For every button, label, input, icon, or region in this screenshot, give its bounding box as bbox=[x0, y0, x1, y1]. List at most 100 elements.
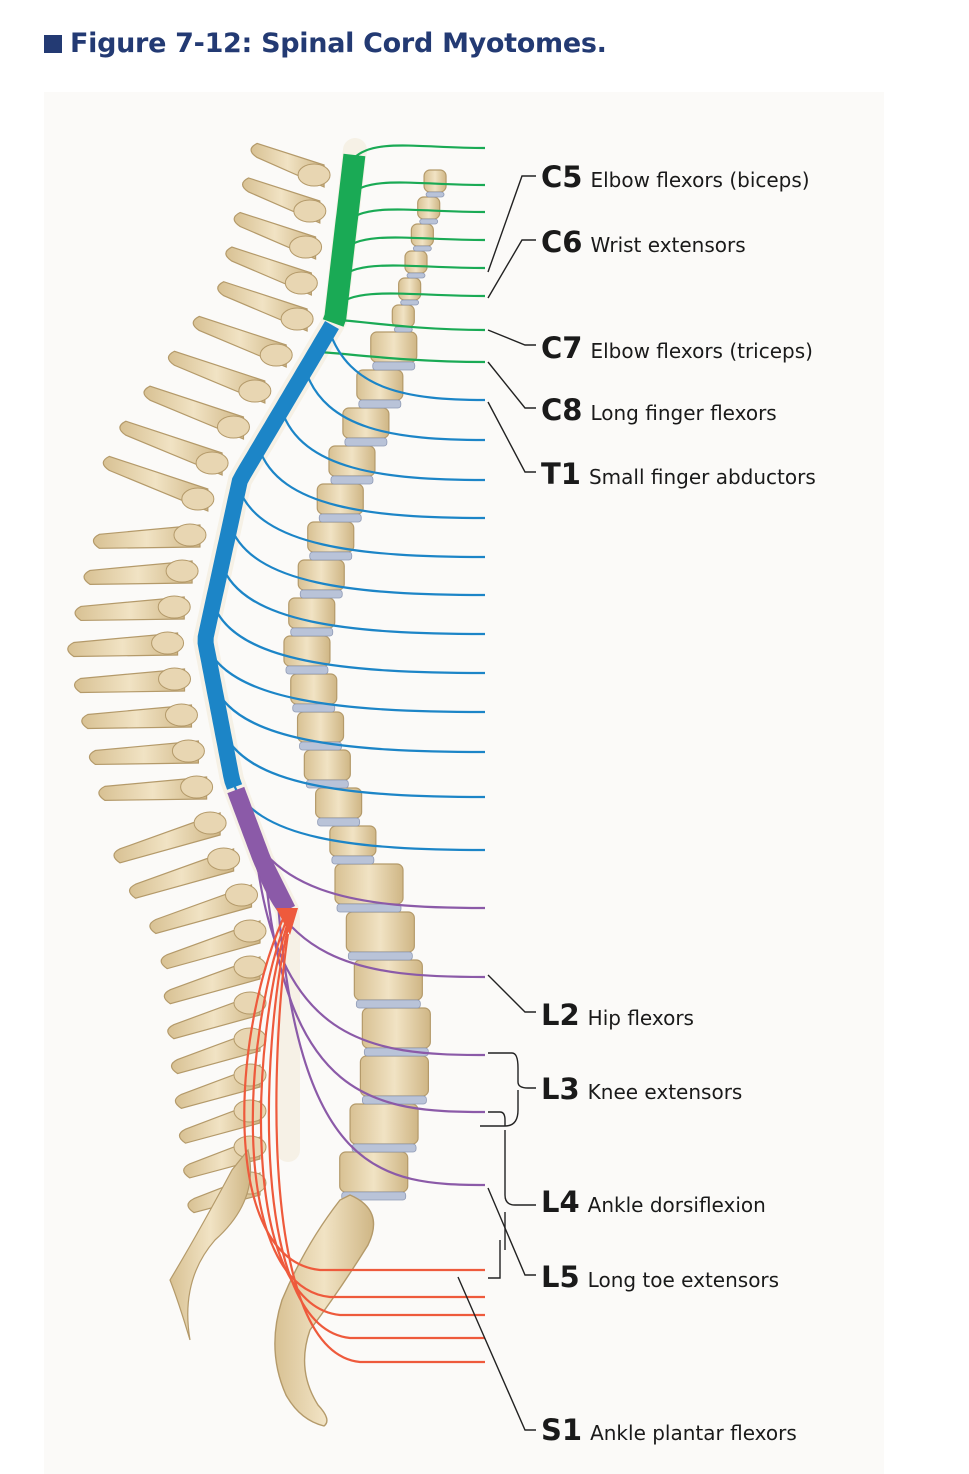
intervertebral-disc bbox=[425, 191, 445, 198]
nerve-root bbox=[220, 563, 486, 636]
leader-line bbox=[487, 239, 536, 299]
vertebral-body bbox=[398, 277, 422, 301]
vertebral-bodies bbox=[283, 169, 447, 1193]
articular-process bbox=[181, 487, 215, 511]
leader-line bbox=[487, 175, 536, 273]
label-desc: Long toe extensors bbox=[587, 1268, 780, 1292]
articular-process bbox=[207, 847, 241, 871]
leader-lines bbox=[457, 175, 536, 1431]
label-l5: L5 Long toe extensors bbox=[541, 1260, 779, 1294]
articular-process bbox=[238, 379, 272, 403]
leader-line bbox=[457, 1240, 536, 1431]
articular-process bbox=[195, 451, 229, 475]
vertebral-body bbox=[349, 1103, 419, 1145]
intervertebral-disc bbox=[344, 437, 388, 447]
nerve-root bbox=[353, 144, 486, 159]
vertebral-body bbox=[423, 169, 447, 193]
intervertebral-disc bbox=[412, 245, 432, 252]
intervertebral-disc bbox=[355, 999, 421, 1009]
label-desc: Elbow flexors (triceps) bbox=[590, 339, 813, 363]
intervertebral-disc bbox=[299, 589, 343, 599]
label-code: L5 bbox=[541, 1260, 580, 1294]
articular-process bbox=[151, 631, 185, 655]
articular-process bbox=[165, 559, 199, 583]
intervertebral-disc bbox=[400, 299, 420, 306]
intervertebral-disc bbox=[336, 903, 402, 913]
nerve-root bbox=[253, 839, 486, 1057]
articular-process bbox=[157, 595, 191, 619]
label-code: C8 bbox=[541, 393, 583, 427]
articular-process bbox=[233, 1063, 267, 1087]
intervertebral-discs bbox=[285, 191, 445, 1201]
label-c5: C5 Elbow flexors (biceps) bbox=[541, 160, 810, 194]
nerve-root bbox=[328, 329, 486, 402]
intervertebral-disc bbox=[317, 817, 361, 827]
spinous-process bbox=[67, 632, 179, 658]
articular-process bbox=[164, 703, 198, 727]
leader-line bbox=[504, 1130, 536, 1250]
articular-process bbox=[225, 883, 258, 907]
articular-process bbox=[173, 523, 207, 547]
spinous-process bbox=[98, 776, 208, 801]
nerve-root bbox=[348, 181, 486, 196]
label-desc: Ankle dorsiflexion bbox=[587, 1193, 766, 1217]
articular-process bbox=[289, 235, 323, 259]
intervertebral-disc bbox=[330, 475, 374, 485]
intervertebral-disc bbox=[318, 513, 362, 523]
intervertebral-disc bbox=[406, 272, 426, 279]
vertebral-body bbox=[315, 787, 363, 819]
figure-title: Figure 7-12: Spinal Cord Myotomes. bbox=[44, 28, 607, 59]
figure-title-text: Figure 7-12: Spinal Cord Myotomes. bbox=[70, 28, 607, 59]
articular-process bbox=[158, 667, 192, 691]
articular-process bbox=[193, 811, 227, 835]
spinous-process bbox=[74, 596, 185, 622]
articular-process bbox=[293, 199, 327, 223]
lumbar-cord-segment bbox=[227, 786, 296, 915]
label-code: C7 bbox=[541, 331, 583, 365]
vertebral-body bbox=[404, 250, 428, 274]
leader-line bbox=[487, 361, 536, 409]
intervertebral-disc bbox=[331, 855, 375, 865]
nerve-root bbox=[229, 524, 486, 597]
intervertebral-disc bbox=[358, 399, 402, 409]
title-bullet-icon bbox=[44, 34, 62, 53]
label-c7: C7 Elbow flexors (triceps) bbox=[541, 331, 813, 365]
articular-process bbox=[280, 307, 314, 331]
vertebral-body bbox=[359, 1055, 429, 1097]
vertebral-body bbox=[410, 223, 434, 247]
vertebral-body bbox=[334, 863, 404, 905]
spinous-process bbox=[83, 560, 193, 586]
label-code: C5 bbox=[541, 160, 583, 194]
intervertebral-disc bbox=[341, 1191, 407, 1201]
cervical-cord-segment bbox=[322, 153, 366, 327]
intervertebral-disc bbox=[285, 665, 329, 675]
spinous-processes bbox=[67, 142, 331, 1214]
spinous-process bbox=[113, 812, 221, 864]
nerve-root bbox=[259, 921, 485, 1317]
spinous-process bbox=[92, 524, 201, 549]
vertebral-body bbox=[342, 407, 390, 439]
articular-process bbox=[216, 415, 250, 439]
articular-process bbox=[259, 343, 293, 367]
nerve-root bbox=[275, 933, 485, 1364]
nerve-root bbox=[345, 208, 486, 223]
spinous-process bbox=[73, 668, 186, 694]
leader-line bbox=[487, 329, 536, 346]
label-desc: Long finger flexors bbox=[590, 401, 777, 425]
articular-process bbox=[297, 163, 331, 187]
label-desc: Elbow flexors (biceps) bbox=[590, 168, 810, 192]
articular-process bbox=[171, 739, 205, 763]
nerve-root bbox=[237, 486, 486, 559]
nerve-root bbox=[212, 602, 486, 675]
thoracic-cord-segment bbox=[197, 320, 339, 790]
intervertebral-disc bbox=[309, 551, 353, 561]
nerve-root bbox=[243, 909, 485, 1272]
leader-line bbox=[487, 401, 536, 473]
leader-line bbox=[480, 1052, 536, 1127]
nerve-root bbox=[315, 350, 486, 364]
